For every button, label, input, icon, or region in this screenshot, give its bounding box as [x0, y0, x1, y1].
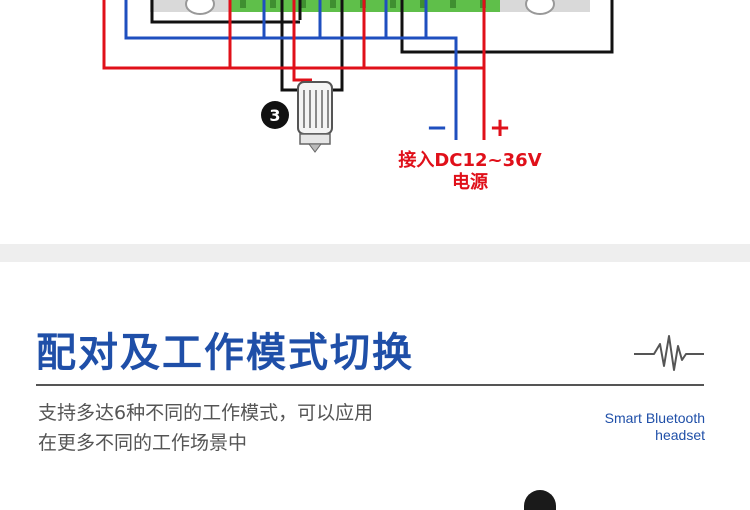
description-line1: 支持多达6种不同的工作模式，可以应用: [38, 402, 374, 424]
power-label-line1: 接入DC12~36V: [398, 150, 542, 171]
negative-sign: −: [426, 113, 448, 143]
title-underline: [36, 384, 704, 386]
blue-wires: [124, 0, 458, 140]
step-marker-number: 3: [269, 106, 280, 125]
wiring-diagram: 3 − +: [102, 0, 614, 153]
caption-line1: Smart Bluetooth: [604, 410, 705, 426]
red-wires: [102, 0, 486, 140]
mount-hole-right: [525, 0, 555, 15]
wiring-diagram-panel: 3 − + 接入DC12~36V 电源: [0, 0, 750, 244]
section-description: 支持多达6种不同的工作模式，可以应用 在更多不同的工作场景中: [38, 398, 498, 458]
black-wires: [150, 0, 614, 92]
caption-line2: headset: [655, 427, 705, 443]
waveform-icon: [634, 335, 704, 371]
info-panel: [0, 262, 750, 500]
section-divider-band: [0, 244, 750, 262]
buzzer-component: [297, 81, 333, 153]
product-caption: Smart Bluetooth headset: [605, 410, 705, 444]
description-line2: 在更多不同的工作场景中: [38, 432, 248, 454]
step-marker-circle: [261, 101, 289, 129]
mount-hole-left: [185, 0, 215, 15]
power-label-line2: 电源: [452, 172, 488, 193]
section-title: 配对及工作模式切换: [36, 330, 414, 376]
positive-sign: +: [489, 113, 511, 143]
power-input-label: 接入DC12~36V 电源: [390, 150, 550, 194]
